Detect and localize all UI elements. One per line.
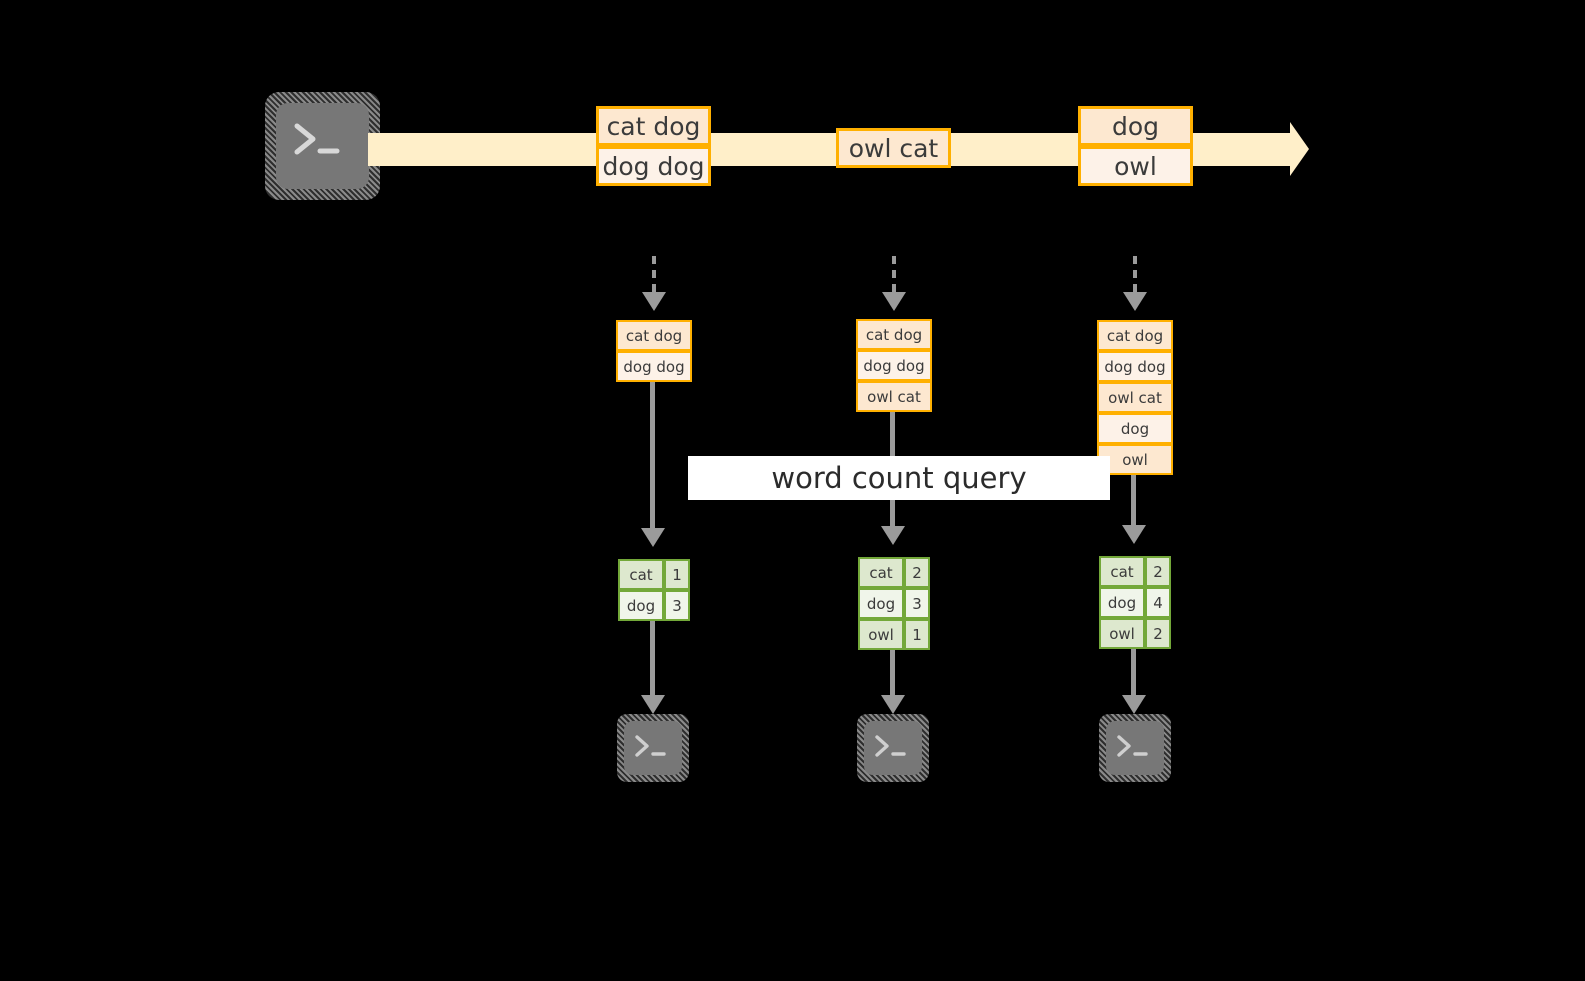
count-word-cell: cat xyxy=(858,557,904,588)
snapshot-trigger-line xyxy=(1133,256,1137,292)
pipeline-arrowhead xyxy=(881,526,905,545)
snapshot-trigger-arrowhead xyxy=(882,292,906,311)
snapshot-trigger-line xyxy=(652,256,656,292)
accumulated-record: cat dog xyxy=(616,320,692,351)
count-word-cell: owl xyxy=(858,619,904,650)
stream-record: dog dog xyxy=(596,146,711,186)
pipeline-arrowhead xyxy=(1122,525,1146,544)
pipeline-arrowhead xyxy=(881,695,905,714)
accumulated-record: cat dog xyxy=(856,319,932,350)
count-value-cell: 3 xyxy=(904,588,930,619)
prompt-glyph-icon xyxy=(875,735,906,757)
count-word-cell: cat xyxy=(618,559,664,590)
count-value-cell: 4 xyxy=(1145,587,1171,618)
count-word-cell: cat xyxy=(1099,556,1145,587)
count-value-cell: 2 xyxy=(904,557,930,588)
prompt-glyph-icon xyxy=(294,123,340,155)
pipeline-line xyxy=(890,650,895,695)
prompt-glyph-icon xyxy=(635,735,666,757)
accumulated-record: cat dog xyxy=(1097,320,1173,351)
count-value-cell: 1 xyxy=(904,619,930,650)
sink-terminal-icon xyxy=(617,714,689,782)
sink-terminal-icon xyxy=(857,714,929,782)
stream-record: cat dog xyxy=(596,106,711,146)
count-value-cell: 3 xyxy=(664,590,690,621)
stream-record: owl cat xyxy=(836,128,951,168)
count-value-cell: 1 xyxy=(664,559,690,590)
pipeline-line xyxy=(1131,649,1136,695)
snapshot-trigger-line xyxy=(892,256,896,292)
count-word-cell: dog xyxy=(1099,587,1145,618)
pipeline-arrowhead xyxy=(1122,695,1146,714)
count-word-cell: owl xyxy=(1099,618,1145,649)
snapshot-trigger-arrowhead xyxy=(642,292,666,311)
snapshot-trigger-arrowhead xyxy=(1123,292,1147,311)
accumulated-record: owl cat xyxy=(856,381,932,412)
accumulated-record: dog dog xyxy=(616,351,692,382)
event-stream-arrowhead xyxy=(1290,122,1309,176)
count-value-cell: 2 xyxy=(1145,618,1171,649)
sink-terminal-icon xyxy=(1099,714,1171,782)
source-terminal-icon xyxy=(265,92,380,200)
count-word-cell: dog xyxy=(618,590,664,621)
stream-record: owl xyxy=(1078,146,1193,186)
count-word-cell: dog xyxy=(858,588,904,619)
count-value-cell: 2 xyxy=(1145,556,1171,587)
accumulated-record: dog dog xyxy=(856,350,932,381)
accumulated-record: dog dog xyxy=(1097,351,1173,382)
pipeline-line xyxy=(1131,475,1136,525)
pipeline-line xyxy=(650,382,655,528)
pipeline-line xyxy=(650,621,655,695)
query-label: word count query xyxy=(688,456,1110,500)
stream-record: dog xyxy=(1078,106,1193,146)
accumulated-record: owl cat xyxy=(1097,382,1173,413)
prompt-glyph-icon xyxy=(1117,735,1148,757)
accumulated-record: dog xyxy=(1097,413,1173,444)
pipeline-arrowhead xyxy=(641,695,665,714)
pipeline-arrowhead xyxy=(641,528,665,547)
